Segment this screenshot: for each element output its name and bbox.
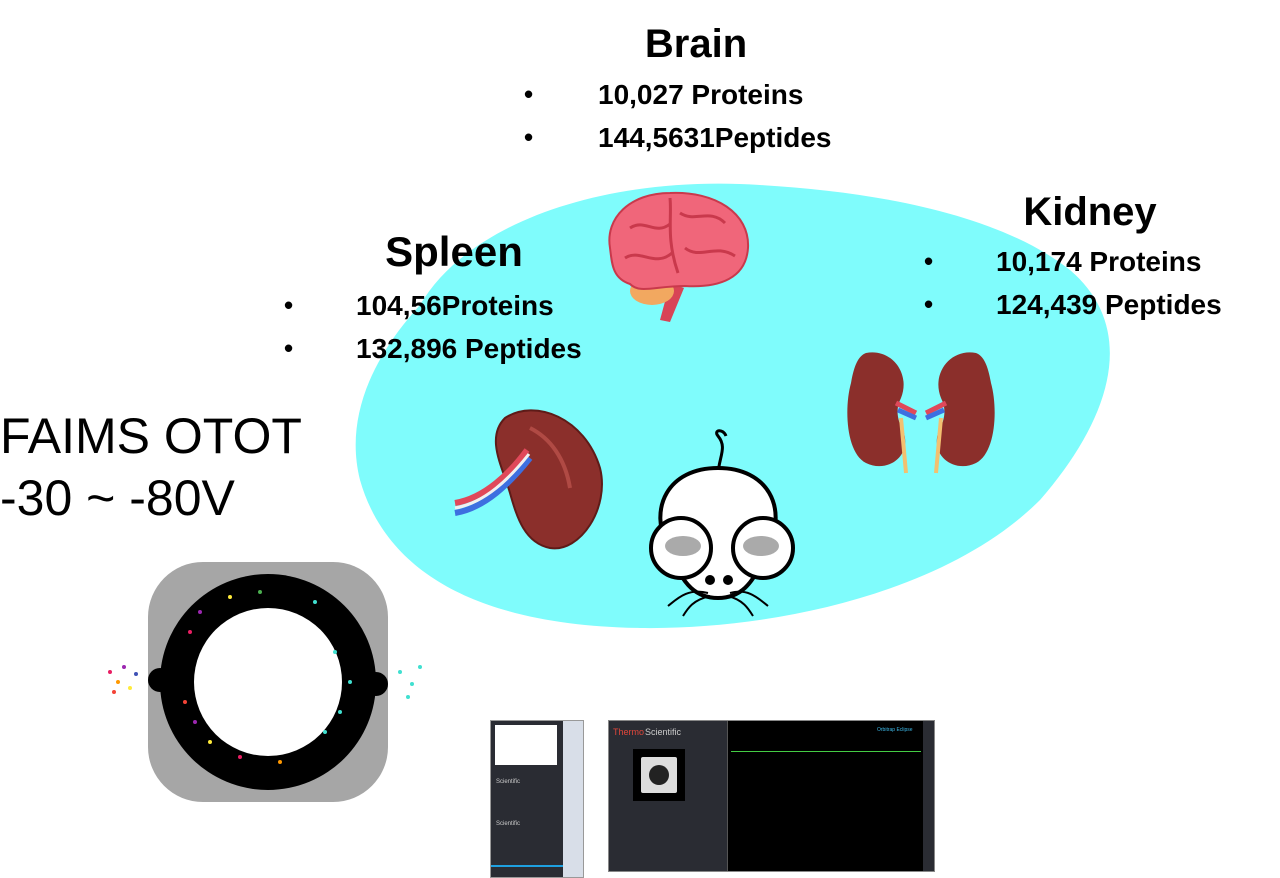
brain-title: Brain: [644, 22, 748, 66]
ms-model-label: Orbitrap Eclipse: [877, 727, 913, 733]
list-item: •124,439 Peptides: [924, 283, 1264, 326]
lc-rack: [563, 721, 583, 877]
kidney-proteins: 10,174 Proteins: [996, 246, 1202, 277]
ms-brand-scientific: Scientific: [645, 727, 682, 737]
lc-stripe: [491, 865, 563, 867]
brain-peptides: 144,5631Peptides: [598, 122, 832, 153]
spleen-peptides: 132,896 Peptides: [356, 333, 582, 364]
faims-label: FAIMS OTOT -30 ~ -80V: [0, 405, 302, 529]
lc-label-2: Scientific: [496, 821, 521, 827]
spleen-title: Spleen: [385, 228, 523, 275]
faims-device-icon: [108, 562, 422, 802]
ms-port-icon: [633, 749, 685, 801]
kidney-title: Kidney: [1023, 190, 1157, 234]
kidney-peptides: 124,439 Peptides: [996, 289, 1222, 320]
brain-icon: [608, 191, 750, 322]
ms-brand-thermo: Thermo: [613, 727, 645, 737]
spleen-proteins: 104,56Proteins: [356, 290, 554, 321]
list-item: •10,174 Proteins: [924, 240, 1264, 283]
mouse-icon: [649, 429, 795, 617]
brain-proteins: 10,027 Proteins: [598, 79, 804, 110]
ms-status-bar: [731, 751, 921, 752]
kidney-stats: •10,174 Proteins •124,439 Peptides: [924, 240, 1264, 326]
kidney-icon: [847, 352, 995, 474]
lc-label-1: Scientific: [496, 779, 521, 785]
lc-instrument: Scientific Scientific: [490, 720, 584, 878]
faims-line-1: FAIMS OTOT: [0, 408, 302, 464]
list-item: •144,5631Peptides: [524, 116, 904, 159]
ms-front-panel: [727, 721, 923, 871]
ion-dots: [108, 590, 422, 764]
mass-spectrometer: Thermo Scientific Orbitrap Eclipse: [608, 720, 935, 872]
faims-line-2: -30 ~ -80V: [0, 470, 235, 526]
lc-module-top: [495, 725, 557, 765]
list-item: •132,896 Peptides: [284, 327, 644, 370]
spleen-stats: •104,56Proteins •132,896 Peptides: [284, 284, 644, 370]
list-item: •10,027 Proteins: [524, 73, 904, 116]
list-item: •104,56Proteins: [284, 284, 644, 327]
spleen-icon: [454, 409, 603, 550]
brain-stats: •10,027 Proteins •144,5631Peptides: [524, 73, 904, 159]
